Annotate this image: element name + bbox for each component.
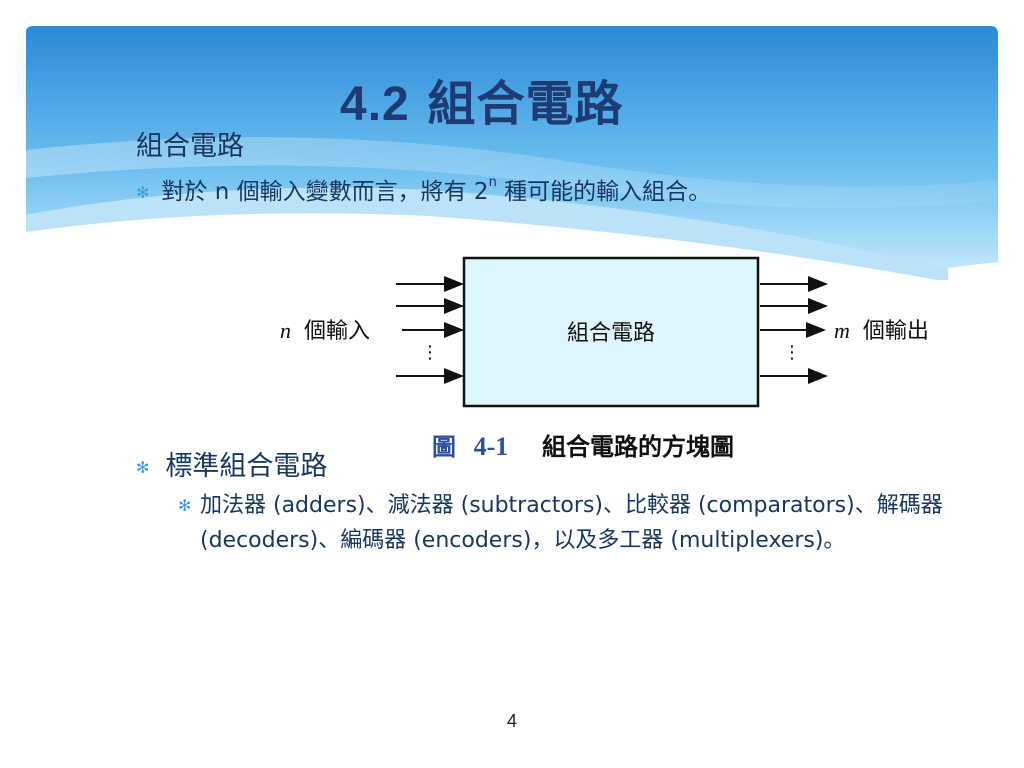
bullet-star-icon: ✻ — [136, 183, 150, 202]
output-arrows — [760, 276, 828, 384]
title-number: 4.2 — [340, 78, 410, 131]
heading2-text: 標準組合電路 — [165, 451, 328, 482]
bullet1-suffix: 種可能的輸入組合。 — [504, 179, 712, 205]
input-arrows — [396, 276, 464, 384]
caption-number: 4-1 — [474, 432, 509, 461]
header-banner — [26, 26, 998, 280]
slide-title: 4.2 組合電路 — [340, 64, 623, 134]
input-ellipsis-icon: ⋮ — [421, 342, 439, 363]
output-ellipsis-icon: ⋮ — [783, 342, 801, 363]
title-text: 組合電路 — [427, 76, 624, 132]
heading-standard-circuits: ✻ 標準組合電路 — [136, 444, 327, 483]
bullet1-superscript: n — [488, 175, 497, 191]
output-variable: m — [834, 318, 850, 343]
block-diagram: 組合電路 ⋮ ⋮ n 個輸入 m 個輸出 圖 4-1 組合電路的方塊圖 — [280, 256, 929, 461]
caption-text: 組合電路的方塊圖 — [542, 432, 734, 461]
caption-prefix: 圖 — [432, 435, 456, 461]
page-number: 4 — [506, 711, 517, 731]
sub-bullet-text: 加法器 (adders)、減法器 (subtractors)、比較器 (comp… — [200, 493, 943, 553]
bullet-star-icon: ✻ — [178, 496, 192, 515]
bullet-star-icon: ✻ — [136, 458, 150, 477]
circuit-box — [462, 256, 760, 408]
circuit-box-label: 組合電路 — [567, 321, 655, 346]
input-variable: n — [280, 318, 291, 343]
input-label: n 個輸入 — [280, 318, 370, 344]
bullet1-prefix: 對於 n 個輸入變數而言，將有 2 — [161, 179, 489, 205]
output-label: m 個輸出 — [834, 318, 929, 344]
input-label-text: 個輸入 — [304, 319, 370, 344]
sub-bullet-circuit-list: ✻ 加法器 (adders)、減法器 (subtractors)、比較器 (co… — [178, 488, 998, 558]
heading-combinational-circuit: 組合電路 — [136, 131, 244, 162]
figure-caption: 圖 4-1 組合電路的方塊圖 — [432, 432, 734, 461]
bullet-input-combinations: ✻ 對於 n 個輸入變數而言，將有 2n 種可能的輸入組合。 — [136, 172, 711, 206]
output-label-text: 個輸出 — [863, 319, 929, 344]
